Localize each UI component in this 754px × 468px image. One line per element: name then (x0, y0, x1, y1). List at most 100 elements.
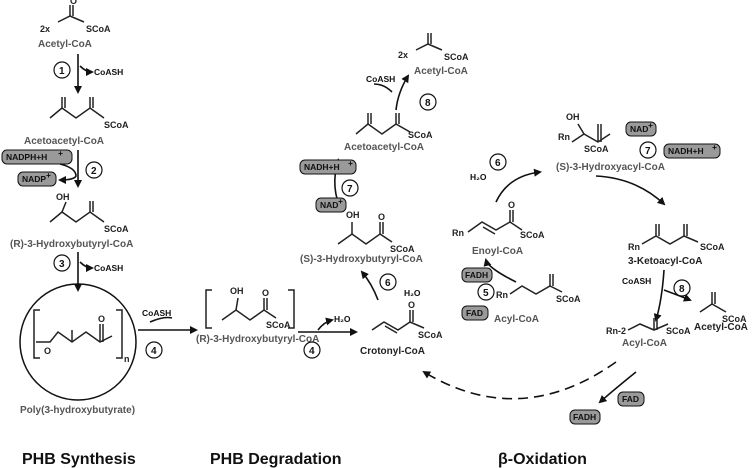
svg-text:SCoA: SCoA (722, 314, 747, 324)
step-7-marker-a: 7 (341, 179, 359, 197)
enoyl-coa-structure: Rn O SCoA (452, 200, 545, 240)
svg-text:Rn: Rn (558, 132, 570, 142)
svg-text:7: 7 (645, 146, 651, 157)
nadph-pill: NADPH+H + (1, 148, 73, 165)
coash-label-8a: CoASH (366, 74, 395, 84)
acetyl-coa-right-structure: SCoA (699, 292, 747, 324)
svg-text:SCoA: SCoA (408, 130, 433, 140)
svg-text:SCoA: SCoA (418, 330, 443, 340)
r3hb-coa-mid-label: (R)-3-Hydroxybutyryl-CoA (196, 334, 319, 345)
svg-text:Rn: Rn (452, 228, 464, 238)
svg-text:OH: OH (346, 210, 360, 220)
svg-text:SCoA: SCoA (266, 320, 291, 330)
svg-text:+: + (648, 120, 653, 130)
acetyl-coa-right-label: Acetyl-CoA (694, 322, 748, 333)
crotonyl-coa-structure: O SCoA (371, 300, 443, 340)
svg-text:5: 5 (483, 288, 489, 299)
svg-text:O: O (408, 300, 415, 310)
svg-text:+: + (712, 142, 717, 152)
acetyl-coa-top-structure: 2x O SCoA (40, 0, 111, 34)
svg-text:SCoA: SCoA (104, 120, 129, 130)
s3ha-coa-label: (S)-3-Hydroxyacyl-CoA (556, 162, 665, 173)
svg-text:O: O (378, 212, 385, 222)
svg-text:+: + (338, 196, 343, 206)
svg-text:O: O (508, 200, 515, 210)
svg-text:4: 4 (151, 346, 157, 357)
acetyl-coa-mid-structure: 2x SCoA (398, 33, 469, 62)
svg-text:FAD: FAD (466, 308, 483, 318)
step-4-marker-b: 4 (303, 341, 321, 359)
step-2-marker: 2 (85, 161, 103, 179)
acetoacetyl-coa-left-structure: SCoA (49, 97, 129, 130)
step-3-marker: 3 (53, 254, 71, 272)
enoyl-coa-label: Enoyl-CoA (472, 246, 523, 257)
ketoacyl-coa-label: 3-Ketoacyl-CoA (628, 256, 702, 267)
acetyl-coa-top-label: Acetyl-CoA (38, 39, 92, 50)
svg-text:SCoA: SCoA (444, 52, 469, 62)
r3hb-coa-left-label: (R)-3-Hydroxybutyryl-CoA (10, 239, 133, 250)
fadh-pill-right: FADH (461, 267, 493, 283)
acyl-coa-n2-structure: Rn-2 SCoA (606, 318, 691, 336)
r3hb-coa-mid-structure: OH O SCoA (205, 286, 295, 330)
step-5-marker: 5 (477, 283, 495, 301)
svg-text:OH: OH (566, 112, 580, 122)
svg-text:Rn: Rn (496, 290, 508, 300)
svg-text:OH: OH (230, 286, 244, 296)
svg-text:SCoA: SCoA (390, 244, 415, 254)
svg-text:SCoA: SCoA (700, 242, 725, 252)
fadh-pill-bottom: FADH (569, 409, 601, 425)
svg-text:NAD: NAD (320, 200, 338, 210)
svg-text:3: 3 (59, 259, 65, 270)
r3hb-coa-left-structure: OH SCoA (49, 192, 129, 234)
h2o-label-6b: H₂O (470, 172, 487, 182)
acyl-coa-label: Acyl-CoA (494, 314, 539, 325)
step-7-marker-b: 7 (639, 141, 657, 159)
step-8-marker-b: 8 (673, 279, 691, 297)
coash-label-4: CoASH (142, 308, 171, 318)
h2o-label-4: H₂O (334, 314, 351, 324)
nadp-pill: NADP + (17, 170, 57, 187)
svg-text:NAD: NAD (630, 124, 648, 134)
svg-text:NADH+H: NADH+H (304, 162, 340, 172)
svg-text:n: n (124, 354, 130, 364)
acetoacetyl-coa-left-label: Acetoacetyl-CoA (24, 136, 104, 147)
step-1-marker: 1 (53, 61, 71, 79)
svg-text:7: 7 (347, 184, 353, 195)
s3hb-coa-structure: OH O SCoA (337, 210, 415, 254)
svg-text:1: 1 (59, 66, 65, 77)
svg-text:O: O (70, 0, 77, 6)
svg-text:+: + (46, 170, 51, 180)
svg-text:FAD: FAD (622, 394, 639, 404)
svg-text:SCoA: SCoA (520, 230, 545, 240)
svg-text:SCoA: SCoA (104, 224, 129, 234)
svg-text:6: 6 (495, 158, 501, 169)
svg-text:O: O (98, 314, 105, 324)
coash-label-1: CoASH (94, 67, 123, 77)
svg-text:+: + (58, 148, 63, 158)
svg-text:Rn-2: Rn-2 (606, 326, 626, 336)
acetoacetyl-coa-mid-label: Acetoacetyl-CoA (344, 142, 424, 153)
svg-text:Rn: Rn (628, 242, 640, 252)
crotonyl-coa-label: Crotonyl-CoA (360, 346, 425, 357)
svg-text:6: 6 (385, 278, 391, 289)
acyl-coa-structure: Rn SCoA (496, 274, 581, 304)
svg-text:+: + (348, 158, 353, 168)
step-6-marker-a: 6 (379, 273, 397, 291)
h2o-label-6a: H₂O (404, 288, 421, 298)
section-phb-degradation: PHB Degradation (210, 451, 342, 468)
svg-text:NADH+H: NADH+H (668, 146, 704, 156)
svg-text:2x: 2x (40, 24, 50, 34)
svg-text:8: 8 (425, 98, 431, 109)
svg-text:OH: OH (56, 192, 70, 202)
svg-text:2x: 2x (398, 50, 408, 60)
svg-text:SCoA: SCoA (666, 326, 691, 336)
svg-text:SCoA: SCoA (86, 24, 111, 34)
phb-polymer-structure: n O O (19, 283, 137, 401)
ketoacyl-coa-structure: Rn SCoA (628, 224, 725, 252)
svg-text:8: 8 (679, 284, 685, 295)
nad-pill-right: NAD + (625, 120, 657, 137)
svg-text:2: 2 (91, 166, 97, 177)
svg-text:O: O (44, 346, 51, 356)
svg-text:SCoA: SCoA (584, 144, 609, 154)
